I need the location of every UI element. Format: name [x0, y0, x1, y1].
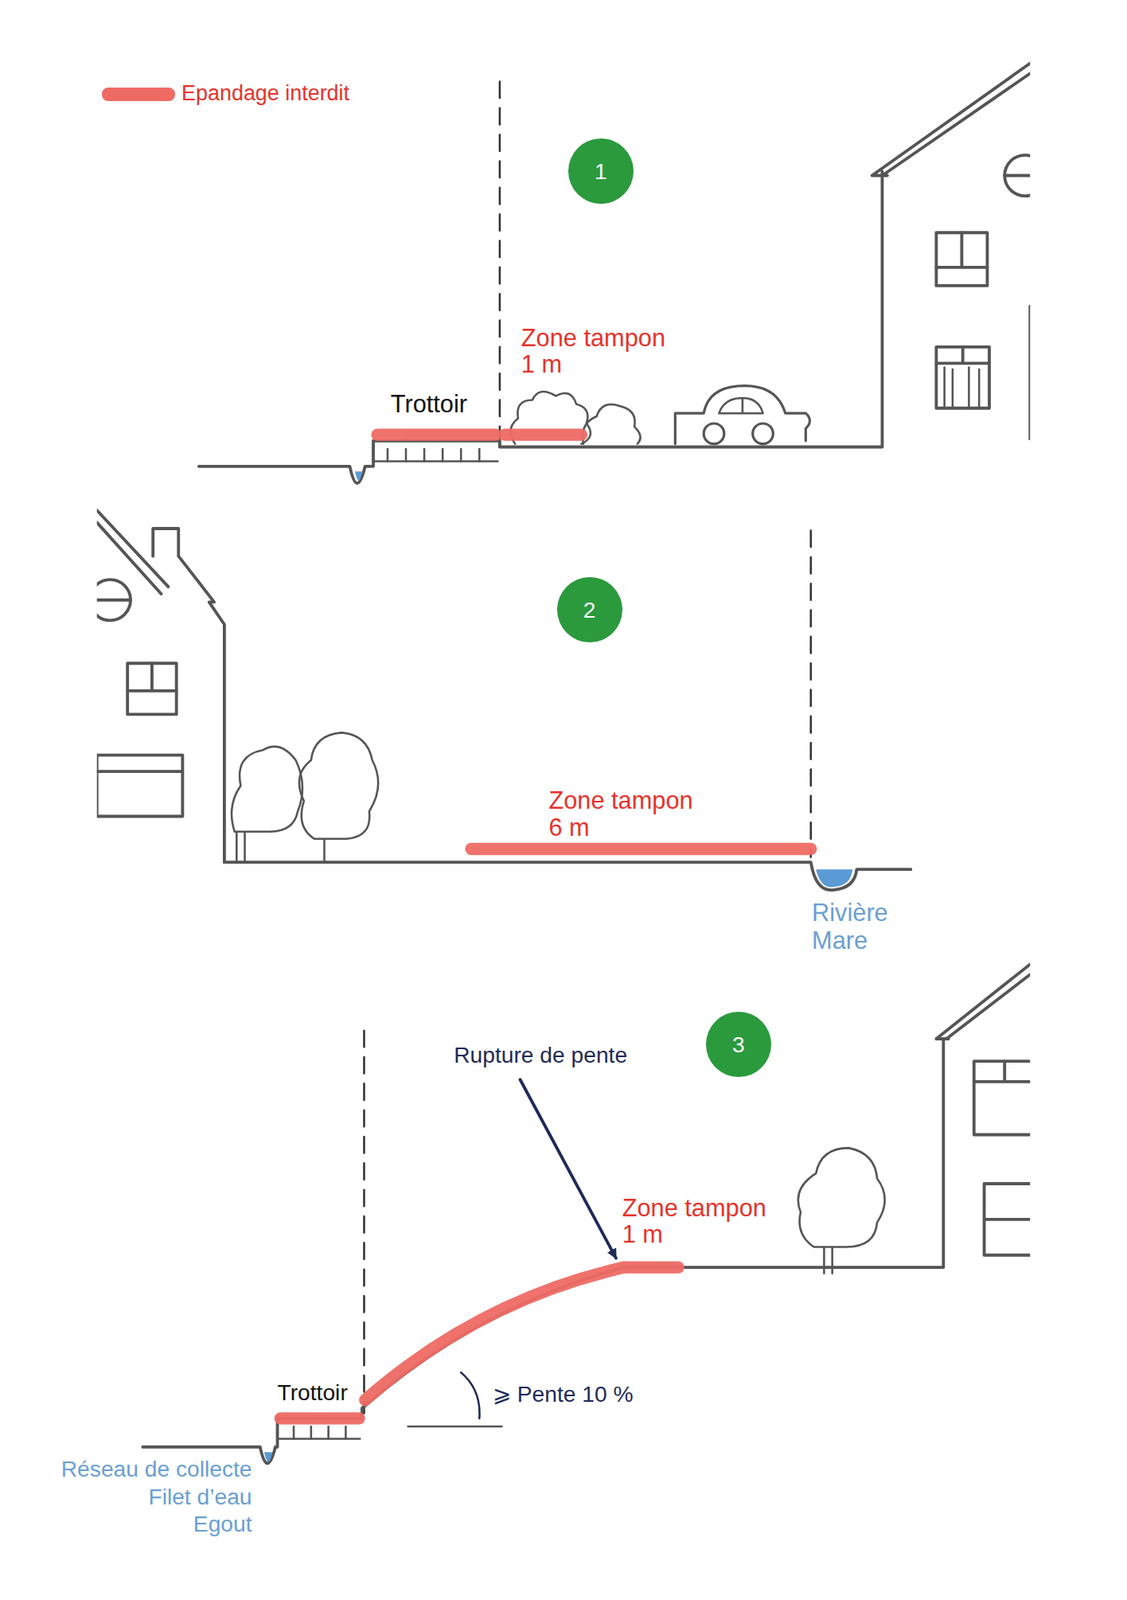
- label-text: Rupture de pente: [453, 1042, 628, 1068]
- label-text: Trottoir: [390, 390, 468, 418]
- callout-circle: 3: [705, 1011, 772, 1077]
- label-text: ⩾ Pente 10 %: [492, 1381, 634, 1407]
- label-text: Zone tampon 1 m: [622, 1194, 777, 1249]
- label-text: Mare: [811, 927, 868, 955]
- label-text: Réseau de collecte: [61, 1456, 253, 1482]
- label-text: Trottoir: [277, 1380, 348, 1405]
- legend-swatch: [101, 87, 176, 102]
- label-text: Egout: [193, 1511, 253, 1537]
- callout-circle: 2: [557, 577, 623, 643]
- callout-number: 2: [583, 596, 597, 624]
- callout-circle: 1: [568, 138, 634, 204]
- callout-number: 1: [594, 158, 608, 185]
- label-text: Rivière: [811, 899, 889, 927]
- callout-number: 3: [732, 1031, 745, 1058]
- label-text: Zone tampon 6 m: [548, 787, 703, 842]
- label-text: Zone tampon 1 m: [521, 324, 676, 379]
- legend-text: Epandage interdit: [181, 81, 350, 106]
- label-text: Filet d’eau: [148, 1484, 252, 1510]
